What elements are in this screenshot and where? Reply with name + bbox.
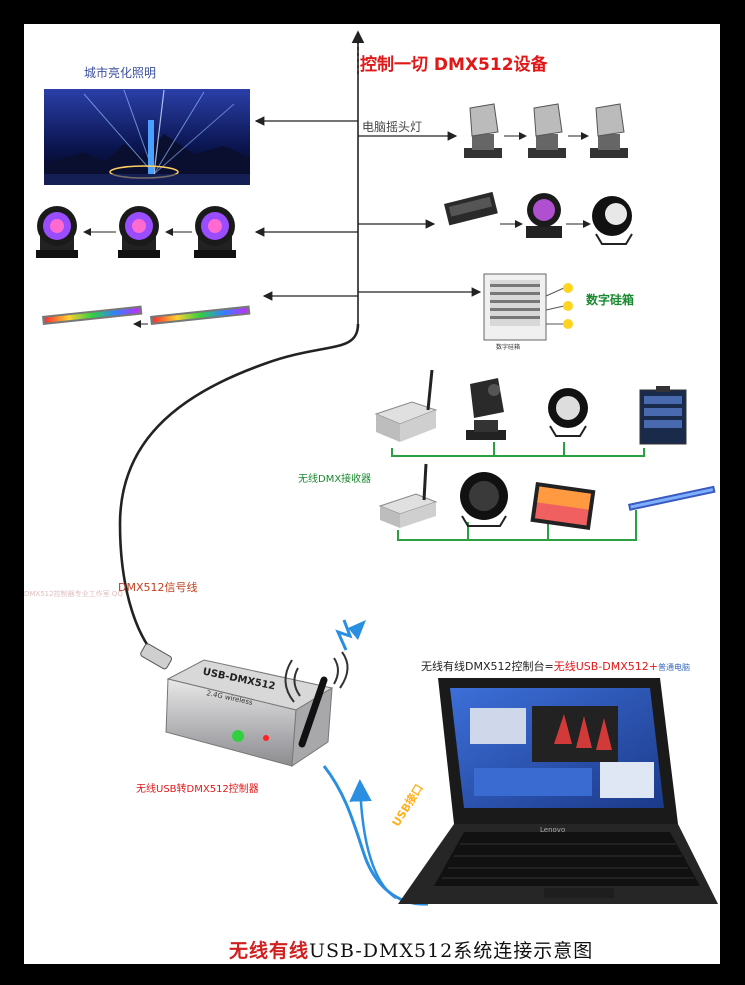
dimmer-label: 数字硅箱 <box>586 293 635 307</box>
dmx-signal-cable <box>118 323 360 655</box>
dimmer-pack-tag: 数字硅箱 <box>496 344 521 351</box>
console-red: 无线USB-DMX512 <box>553 660 649 673</box>
moving-head-label: 电脑摇头灯 <box>362 120 423 134</box>
faint-watermark: DMX512控制器专业工作室 QQ <box>24 590 123 598</box>
title-rest: USB-DMX512系统连接示意图 <box>309 940 594 962</box>
laptop <box>398 678 718 904</box>
usb-controller-label: 无线USB转DMX512控制器 <box>136 784 259 795</box>
stage-light-group <box>444 191 633 245</box>
console-plus: + <box>648 660 658 673</box>
city-lighting-image <box>44 89 250 185</box>
wash-light-group <box>36 206 236 258</box>
wireless-row-2 <box>378 463 716 541</box>
moving-head-group <box>464 103 628 158</box>
laptop-brand: Lenovo <box>540 826 566 834</box>
wireless-row-1 <box>374 369 687 457</box>
wireless-signal-icon <box>284 619 366 703</box>
wireless-receiver-label: 无线DMX接收器 <box>298 474 372 485</box>
console-blue: 普通电脑 <box>657 663 690 672</box>
console-prefix: 无线有线DMX512控制台= <box>421 660 554 673</box>
title-colored: 无线有线 <box>229 940 310 962</box>
led-bar-group <box>42 305 251 328</box>
xlr-connector <box>140 643 172 670</box>
console-label: 无线有线DMX512控制台=无线USB-DMX512+普通电脑 <box>421 658 690 674</box>
signal-cable-label: DMX512信号线 <box>118 581 198 594</box>
dimmer-pack <box>483 273 573 341</box>
diagram-canvas: 控制一切 DMX512设备 城市亮化照明 电脑摇头灯 数字硅箱 数字硅箱 无线D… <box>24 24 720 964</box>
diagram-graphics <box>36 30 718 906</box>
city-lighting-label: 城市亮化照明 <box>84 66 157 80</box>
headline-control-all: 控制一切 DMX512设备 <box>360 55 548 75</box>
diagram-title: 无线有线USB-DMX512系统连接示意图 <box>229 936 593 963</box>
usb-arrow <box>349 779 397 900</box>
